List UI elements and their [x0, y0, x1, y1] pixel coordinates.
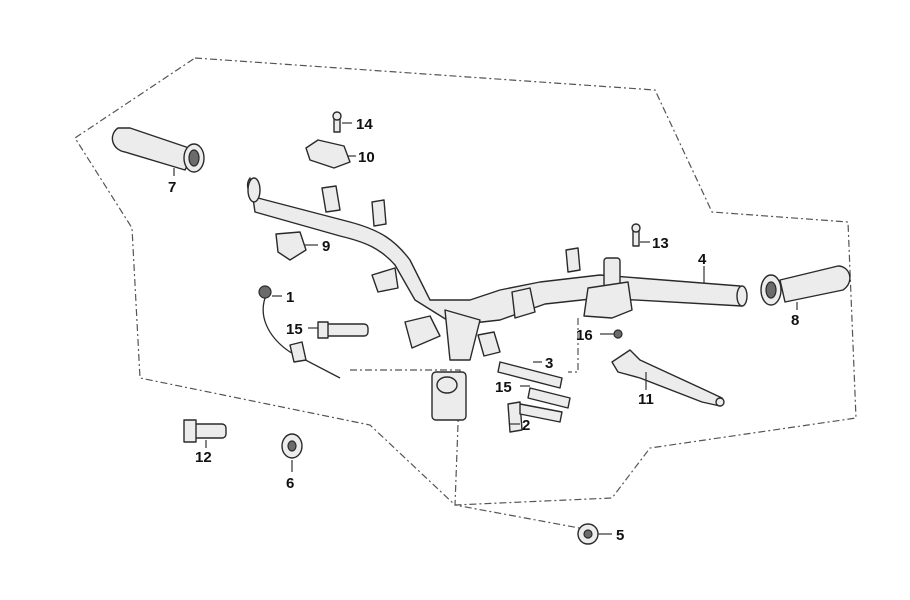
pin-16[interactable]	[613, 329, 623, 339]
bolt-12[interactable]	[183, 419, 227, 443]
left-switch-bracket[interactable]	[275, 231, 307, 261]
switch-tab	[477, 331, 501, 357]
callout-5: 5	[616, 527, 624, 544]
clamp-10[interactable]	[305, 139, 351, 169]
callout-16: 16	[576, 327, 593, 344]
callout-1: 1	[286, 289, 294, 306]
callout-13: 13	[652, 235, 669, 252]
lever-holder[interactable]	[583, 257, 633, 319]
screw-13[interactable]	[631, 223, 641, 247]
bar-bracket-right	[565, 247, 581, 273]
bolt-3[interactable]	[497, 361, 563, 389]
bar-clamp	[511, 287, 536, 319]
callout-2: 2	[522, 417, 530, 434]
callout-7: 7	[168, 179, 176, 196]
assembly-outline	[74, 57, 857, 506]
nut-6[interactable]	[281, 433, 303, 459]
callout-15-right: 15	[495, 379, 512, 396]
lower-group-outline	[350, 369, 591, 531]
right-grip[interactable]	[760, 265, 851, 306]
bar-bracket-mid	[371, 199, 387, 227]
callout-4: 4	[698, 251, 707, 268]
callout-8: 8	[791, 312, 799, 329]
bolt-2[interactable]	[507, 401, 563, 433]
callout-6: 6	[286, 475, 294, 492]
callout-10: 10	[358, 149, 375, 166]
stem-post[interactable]	[431, 309, 481, 421]
bolt-15-right[interactable]	[527, 387, 571, 409]
bar-bracket-left	[321, 185, 341, 213]
callout-9: 9	[322, 238, 330, 255]
leader-lines	[173, 122, 798, 535]
screw-14[interactable]	[332, 111, 342, 133]
callout-14: 14	[356, 116, 373, 133]
callout-11: 11	[638, 391, 654, 408]
callout-15-left: 15	[286, 321, 303, 338]
callout-12: 12	[195, 449, 212, 466]
brake-lever[interactable]	[611, 349, 725, 407]
bar-bracket-lower	[371, 267, 399, 293]
left-grip[interactable]	[111, 127, 205, 173]
throttle-cable[interactable]	[258, 285, 341, 379]
nut-5[interactable]	[577, 523, 599, 545]
switch-housing	[404, 315, 441, 349]
callout-3: 3	[545, 355, 553, 372]
lever-group-outline	[568, 318, 579, 373]
bolt-15-left[interactable]	[317, 321, 369, 339]
